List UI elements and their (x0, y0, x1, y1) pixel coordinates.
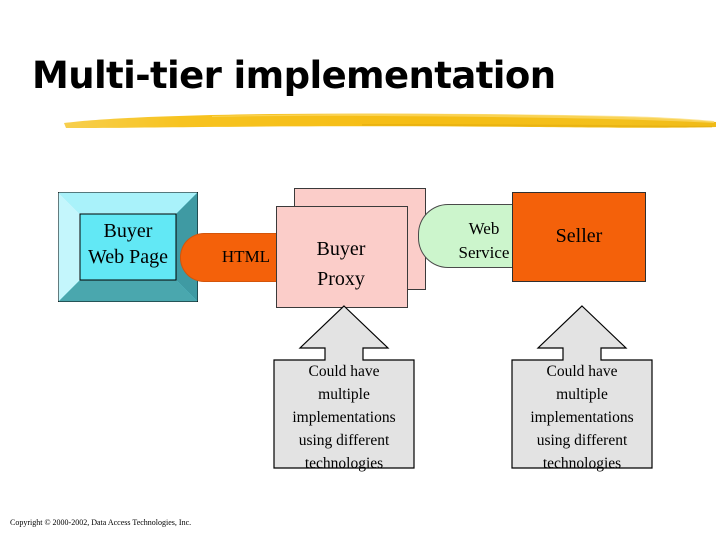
node-buyer-proxy[interactable]: Buyer Proxy (276, 188, 428, 308)
up-arrow-callout-shape (273, 305, 415, 469)
page-title: Multi-tier implementation (32, 54, 556, 97)
proxy-sheet-front (276, 206, 408, 308)
beveled-box-shape (58, 192, 198, 302)
up-arrow-callout-shape (511, 305, 653, 469)
title-underline-brushstroke (64, 113, 716, 128)
callout-seller[interactable]: Could have multiple implementations usin… (506, 302, 658, 472)
node-seller[interactable]: Seller (512, 192, 646, 282)
copyright-notice: Copyright © 2000-2002, Data Access Techn… (10, 518, 192, 527)
connector-web-service[interactable]: Web Service (418, 204, 519, 268)
connector-html[interactable]: HTML (180, 233, 289, 282)
callout-buyer-proxy[interactable]: Could have multiple implementations usin… (268, 302, 420, 472)
node-label-seller: Seller (555, 225, 603, 247)
node-buyer-web-page[interactable]: Buyer Web Page (58, 192, 198, 302)
